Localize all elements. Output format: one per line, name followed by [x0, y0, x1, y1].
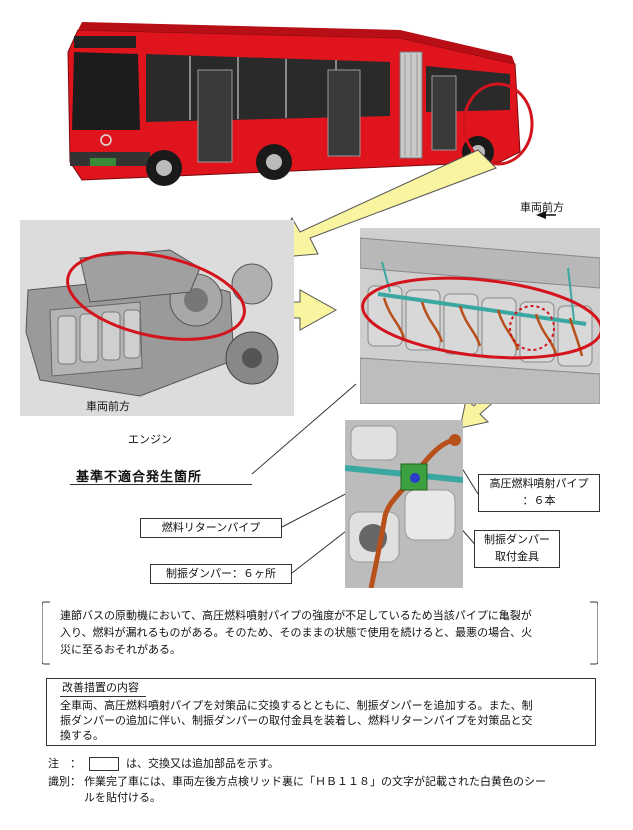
- damper-count-callout: 制振ダンパー：６ヶ所: [150, 564, 292, 584]
- engine-panel: [20, 220, 294, 416]
- vehicle-front-label-top: 車両前方: [520, 201, 564, 214]
- identification-line-1: 作業完了車には、車両左後方点検リッド裏に「ＨＢ１１８」の文字が記載された白黄色の…: [84, 775, 546, 788]
- note-row: 注 ： は、交換又は追加部品を示す。: [48, 756, 279, 772]
- note-text: は、交換又は追加部品を示す。: [126, 757, 279, 770]
- cylinder-head-detail-panel: [359, 228, 603, 405]
- description-text: 連節バスの原動機において、高圧燃料噴射パイプの強度が不足しているため当該パイプに…: [60, 607, 590, 658]
- cylinder-head-illustration: [359, 228, 603, 405]
- hp-fuel-pipe-label: 高圧燃料噴射パイプ: [489, 477, 589, 490]
- damper-mount-label-1: 制振ダンパー: [484, 533, 550, 546]
- defect-location-label: 基準不適合発生箇所: [76, 470, 203, 485]
- remedy-box: [46, 678, 596, 746]
- damper-mount-callout: 制振ダンパー 取付金具: [474, 530, 560, 568]
- remedy-title-underline: [60, 696, 146, 697]
- articulated-bus-illustration: [67, 22, 534, 186]
- remedy-line-2: 振ダンパーの追加に伴い、制振ダンパーの取付金具を装着し、燃料リターンパイプを対策…: [60, 714, 533, 727]
- defect-location-underline: [70, 484, 252, 485]
- description-brackets: [42, 601, 598, 665]
- damper-closeup-panel: [344, 420, 464, 589]
- remedy-line-1: 全車両、高圧燃料噴射パイプを対策品に交換するとともに、制振ダンパーを追加する。ま…: [60, 699, 533, 712]
- remedy-title: 改善措置の内容: [62, 681, 139, 694]
- damper-mount-label-2: 取付金具: [495, 550, 539, 563]
- description-line-1: 連節バスの原動機において、高圧燃料噴射パイプの強度が不足しているため当該パイプに…: [60, 609, 532, 622]
- front-arrow-top: [536, 211, 546, 219]
- vehicle-front-label-engine: 車両前方: [86, 400, 130, 413]
- hp-fuel-pipe-callout: 高圧燃料噴射パイプ ：６本: [478, 474, 600, 512]
- hp-fuel-pipe-count: ：６本: [522, 494, 556, 507]
- note-label: 注 ：: [48, 757, 81, 770]
- arrow-bus-to-engine: [269, 149, 497, 259]
- note-legend-box: [88, 757, 119, 771]
- identification-label: 識別：: [48, 775, 81, 788]
- remedy-text: 全車両、高圧燃料噴射パイプを対策品に交換するとともに、制振ダンパーを追加する。ま…: [60, 698, 590, 743]
- engine-label: エンジン: [128, 433, 172, 446]
- damper-count-label: 制振ダンパー：６ヶ所: [166, 567, 276, 580]
- fuel-return-pipe-callout: 燃料リターンパイプ: [140, 518, 282, 538]
- identification-line-2: ルを貼付ける。: [84, 791, 161, 804]
- description-line-2: 入り、燃料が漏れるものがある。そのため、そのままの状態で使用を続けると、最悪の場…: [60, 626, 533, 639]
- remedy-line-3: 換する。: [60, 729, 104, 742]
- damper-closeup-illustration: [344, 420, 464, 589]
- engine-illustration: [25, 249, 279, 397]
- fuel-return-pipe-label: 燃料リターンパイプ: [161, 521, 261, 534]
- description-line-3: 災に至るおそれがある。: [60, 643, 181, 656]
